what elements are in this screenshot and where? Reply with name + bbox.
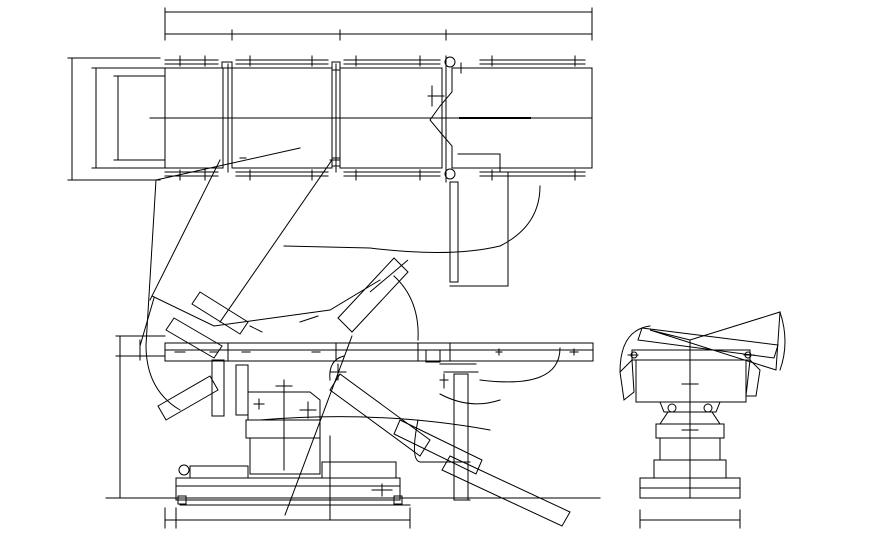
end-body (635, 359, 747, 499)
side-foot-support (425, 347, 561, 501)
end-elevation (619, 311, 786, 529)
end-table-top (627, 339, 755, 499)
side-pedestal (235, 364, 321, 475)
plan-table-sections (149, 55, 593, 183)
plan-side-rails (164, 55, 586, 181)
end-tilt-arcs (619, 311, 786, 401)
side-construction-lines (145, 147, 333, 346)
plan-dimension-lines (67, 7, 593, 181)
plan-joint-clamps (221, 56, 467, 180)
end-dimension-lines (639, 509, 741, 529)
plan-view (67, 7, 593, 287)
side-elevation (105, 147, 601, 529)
side-base (175, 461, 403, 505)
side-table-top (164, 342, 594, 362)
plan-arm-board (283, 153, 541, 287)
side-tilted-back-sections (139, 279, 381, 421)
side-dimension-lines (105, 335, 601, 529)
side-tilted-leg-sections (259, 257, 571, 527)
